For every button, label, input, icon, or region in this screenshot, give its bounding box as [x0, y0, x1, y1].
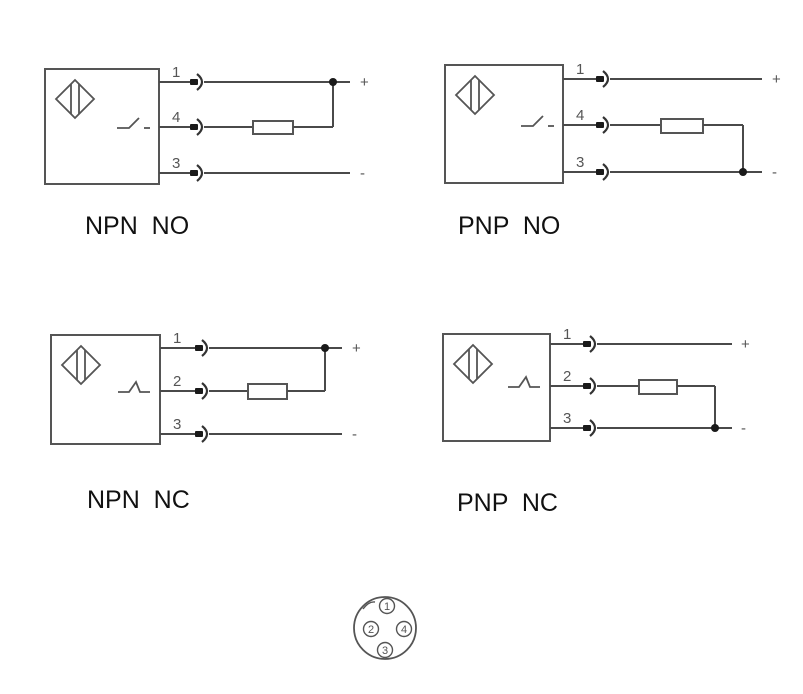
connector-pin-icon [583, 425, 591, 431]
pinout-pin-label: 4 [401, 624, 407, 636]
positive-terminal-label: + [741, 336, 750, 353]
pin-number-label: 4 [172, 109, 180, 126]
connector-pin-icon [190, 79, 198, 85]
diagram-title-npn-no: NPN NO [85, 212, 190, 240]
pinout-pin-3 [376, 641, 394, 659]
junction-dot [329, 78, 337, 86]
pin-number-label: 3 [576, 154, 584, 171]
pin-number-label: 1 [563, 326, 571, 343]
load-resistor [252, 120, 294, 135]
connector-socket-icon [201, 339, 209, 357]
pinout-pin-2 [362, 620, 380, 638]
load-resistor [638, 379, 678, 395]
pinout-pin-4 [395, 620, 413, 638]
pinout-pin-label: 2 [368, 624, 374, 636]
pinout-face [353, 596, 417, 660]
connector-pin-icon [596, 169, 604, 175]
inductive-sensor-icon [54, 78, 96, 120]
nc-switch-icon [118, 380, 150, 393]
negative-terminal-label: - [352, 426, 357, 443]
nc-switch-icon [508, 375, 540, 388]
load-resistor [660, 118, 704, 134]
pin-number-label: 4 [576, 107, 584, 124]
connector-pin-icon [195, 431, 203, 437]
pin-number-label: 3 [563, 410, 571, 427]
diagram-pnp-no: 1 +4 3 - [444, 61, 781, 184]
diagram-title-pnp-no: PNP NO [458, 212, 561, 240]
inductive-sensor-icon [454, 74, 496, 116]
negative-terminal-label: - [741, 420, 746, 437]
connector-socket-icon [196, 73, 204, 91]
junction-dot [739, 168, 747, 176]
negative-terminal-label: - [360, 165, 365, 182]
diagram-pnp-nc: 1 +2 3 - [442, 326, 750, 442]
connector-pin-icon [190, 124, 198, 130]
connector-socket-icon [196, 164, 204, 182]
connector-socket-icon [602, 116, 610, 134]
connector-socket-icon [589, 419, 597, 437]
connector-socket-icon [602, 163, 610, 181]
connector-socket-icon [589, 335, 597, 353]
no-switch-icon [521, 115, 544, 127]
positive-terminal-label: + [360, 74, 369, 91]
pin-number-label: 2 [563, 368, 571, 385]
pin-number-label: 2 [173, 373, 181, 390]
connector-socket-icon [196, 118, 204, 136]
pinout-pin-label: 3 [382, 645, 388, 657]
junction-dot [321, 344, 329, 352]
connector-pin-icon [195, 388, 203, 394]
positive-terminal-label: + [772, 71, 781, 88]
connector-socket-icon [602, 70, 610, 88]
pinout-pin-label: 1 [384, 601, 390, 613]
pinout-pin-1 [378, 597, 396, 615]
pin-number-label: 1 [173, 330, 181, 347]
key-notch-icon [362, 601, 376, 610]
connector-pin-icon [596, 76, 604, 82]
pin-number-label: 1 [172, 64, 180, 81]
connector-pinout: 123 4 [353, 596, 417, 660]
inductive-sensor-icon [452, 343, 494, 385]
load-resistor [247, 383, 288, 400]
sensor-body [50, 334, 161, 445]
sensor-body [44, 68, 160, 185]
connector-socket-icon [201, 425, 209, 443]
diagram-title-npn-nc: NPN NC [87, 486, 190, 514]
inductive-sensor-icon [60, 344, 102, 386]
no-switch-icon [117, 117, 140, 129]
connector-socket-icon [201, 382, 209, 400]
junction-dot [711, 424, 719, 432]
sensor-body [444, 64, 564, 184]
negative-terminal-label: - [772, 164, 777, 181]
diagram-title-pnp-nc: PNP NC [457, 489, 558, 517]
diagram-npn-nc: 1 +2 3 - [50, 330, 361, 445]
diagram-npn-no: 1 +4 3 - [44, 64, 369, 185]
pin-number-label: 3 [172, 155, 180, 172]
connector-socket-icon [589, 377, 597, 395]
connector-pin-icon [195, 345, 203, 351]
positive-terminal-label: + [352, 340, 361, 357]
pin-number-label: 1 [576, 61, 584, 78]
pin-number-label: 3 [173, 416, 181, 433]
connector-pin-icon [190, 170, 198, 176]
connector-pin-icon [583, 341, 591, 347]
connector-pin-icon [596, 122, 604, 128]
connector-pin-icon [583, 383, 591, 389]
